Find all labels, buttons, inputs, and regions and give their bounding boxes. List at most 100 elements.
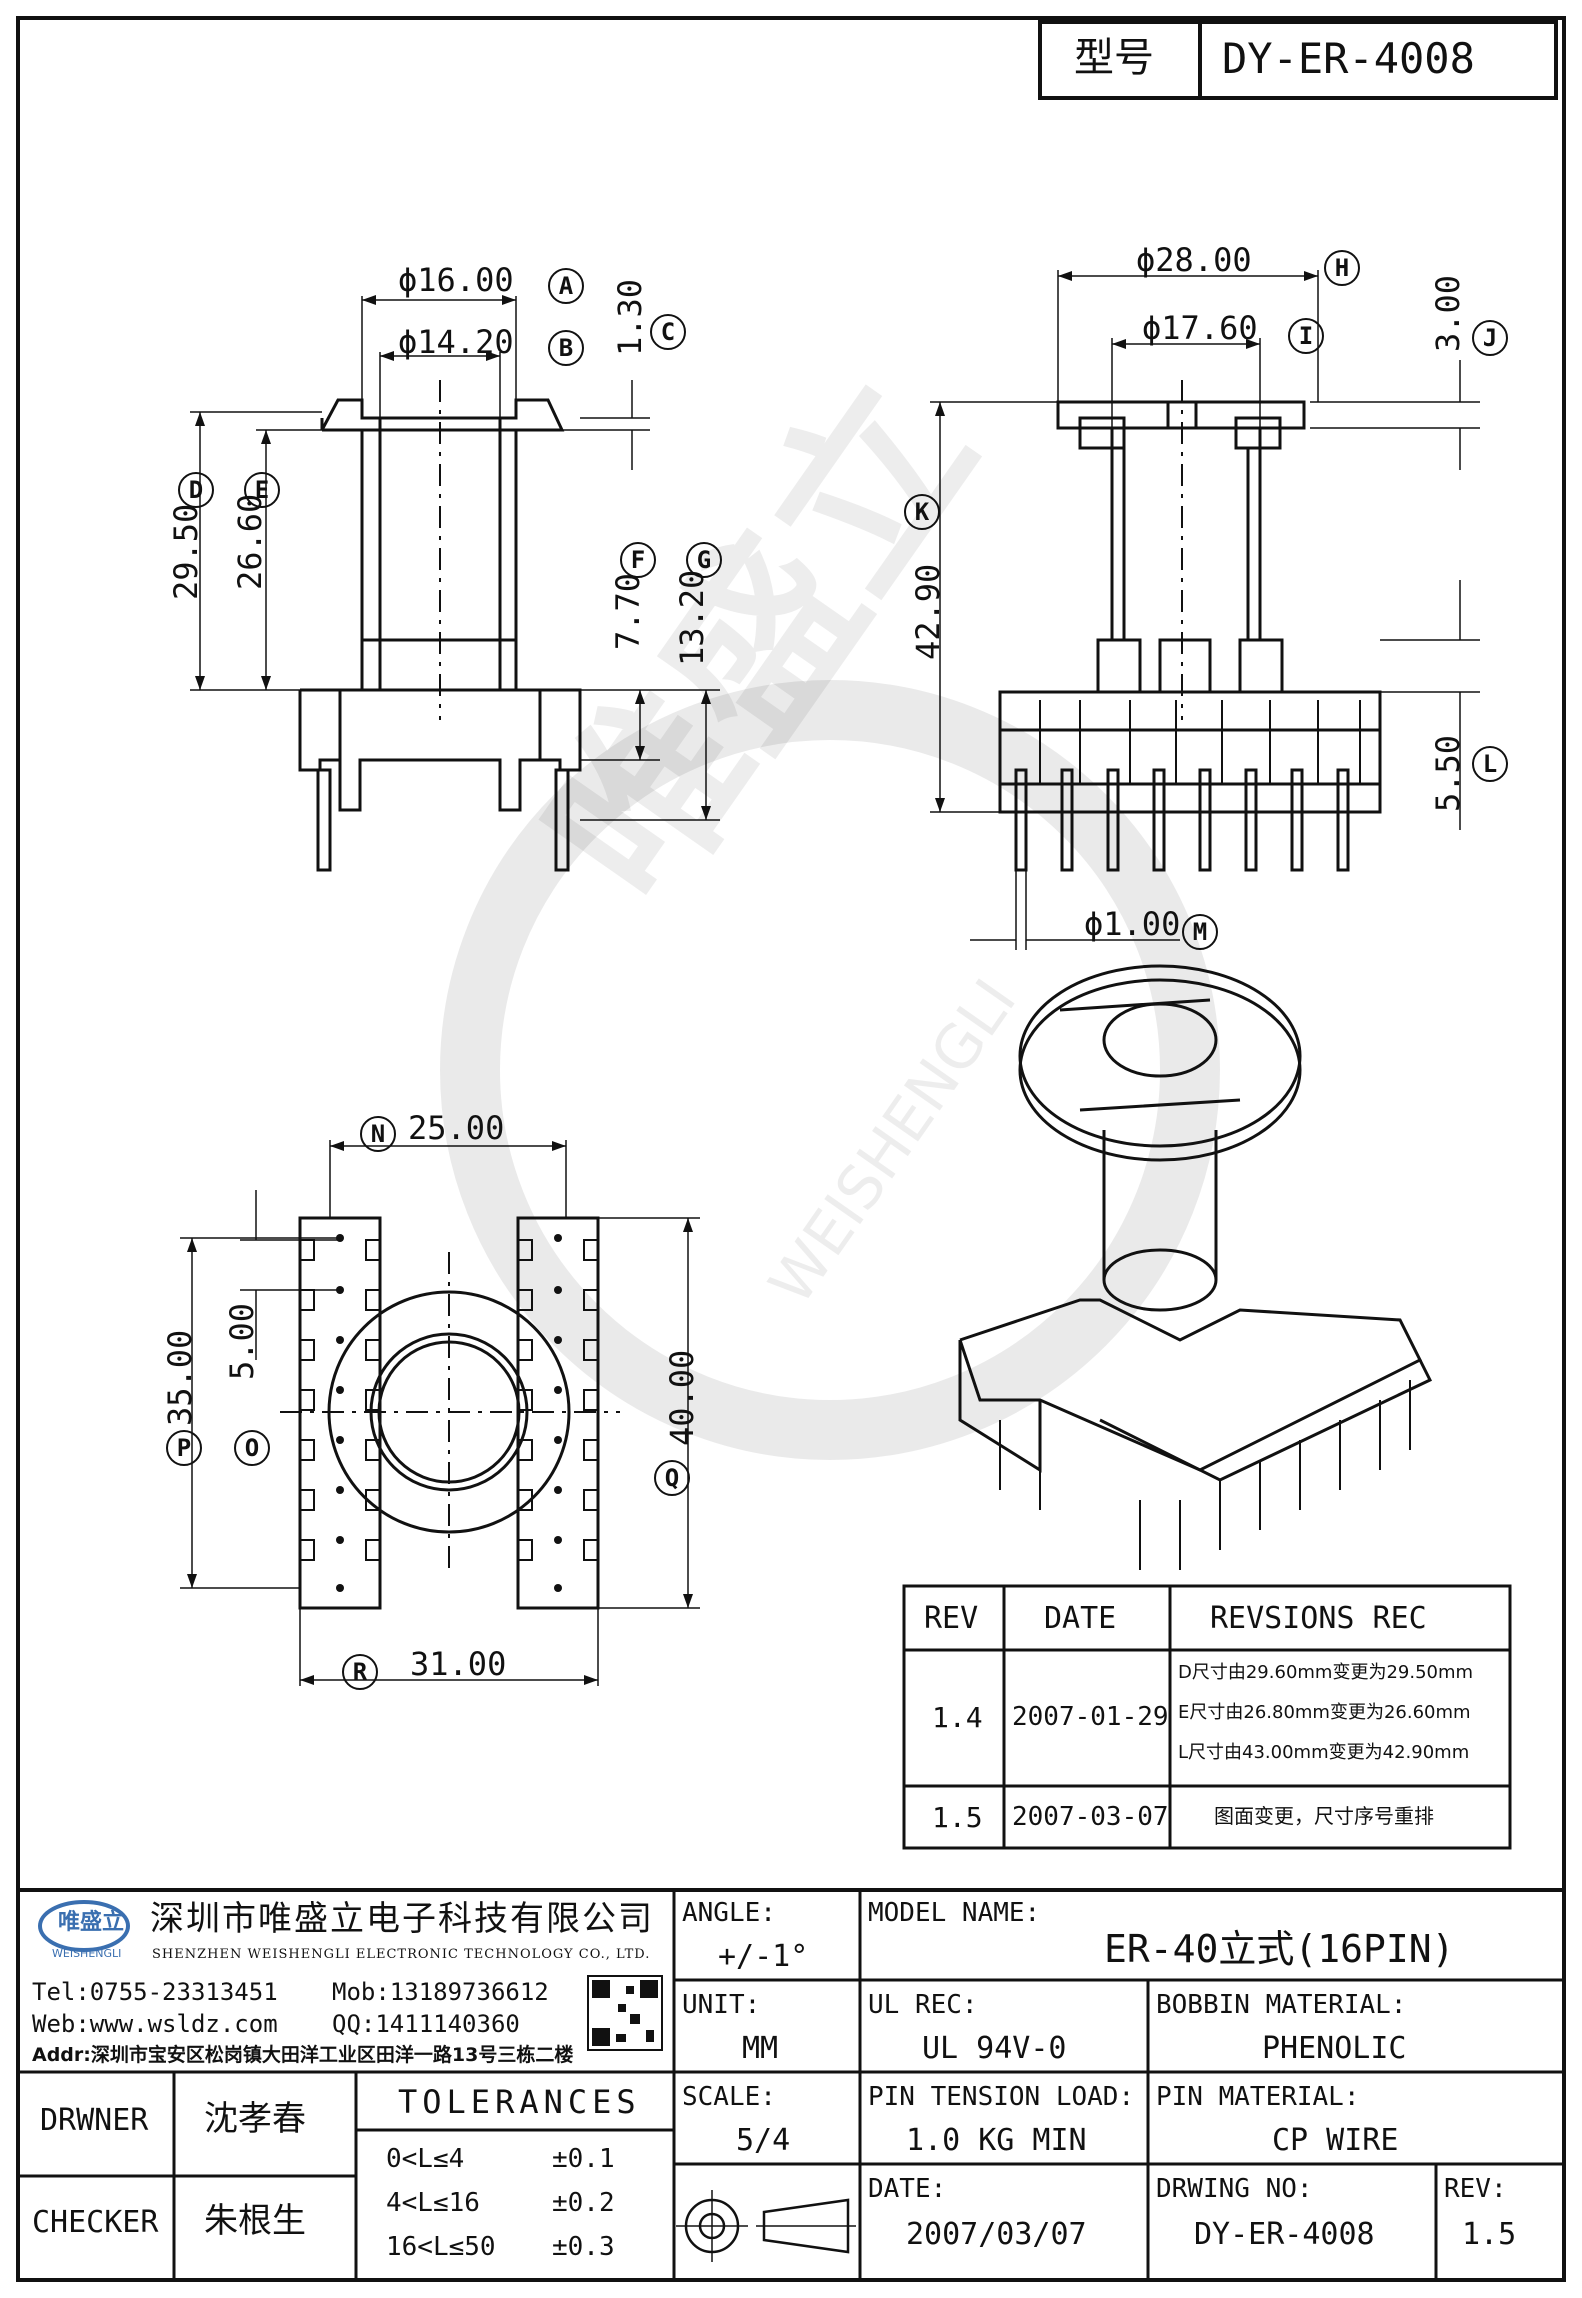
tol-range-2: 4<L≤16 — [386, 2188, 480, 2218]
angle-value: +/-1° — [718, 1939, 809, 1974]
date-value: 2007/03/07 — [906, 2217, 1087, 2252]
rev-row1-date: 2007-01-29 — [1012, 1702, 1169, 1732]
rev-row2-note1: 图面变更，尺寸序号重排 — [1214, 1804, 1434, 1828]
company-qq: QQ:1411140360 — [332, 2010, 520, 2038]
model-name-label: MODEL NAME: — [868, 1898, 1041, 1928]
dim-letter-l: L — [1472, 746, 1508, 782]
dim-value-b: ϕ14.20 — [398, 323, 514, 361]
dim-letter-g: G — [686, 542, 722, 578]
rev-header-date: DATE — [1044, 1601, 1117, 1636]
dim-letter-b: B — [548, 330, 584, 366]
checker-value: 朱根生 — [204, 2201, 306, 2241]
logo-sub: WEISHENGLI — [52, 1947, 122, 1960]
dim-letter-i: I — [1288, 318, 1324, 354]
ul-label: UL REC: — [868, 1990, 978, 2020]
rev-value: 1.5 — [1462, 2217, 1517, 2252]
drawing-no-value: DY-ER-4008 — [1194, 2217, 1375, 2252]
company-web: Web:www.wsldz.com — [32, 2010, 278, 2038]
unit-value: MM — [742, 2031, 779, 2066]
dim-letter-a: A — [548, 268, 584, 304]
rev-row1-note3: L尺寸由43.00mm变更为42.90mm — [1178, 1742, 1470, 1763]
side-view-left — [190, 295, 720, 872]
dim-value-k: 42.90 — [909, 563, 947, 660]
rev-header-rev: REV — [924, 1601, 979, 1636]
dim-letter-c: C — [650, 314, 686, 350]
model-name-value: ER-40立式(16PIN) — [1104, 1927, 1455, 1971]
dim-value-a: ϕ16.00 — [398, 261, 514, 299]
dim-letter-o: O — [234, 1430, 270, 1466]
tolerances-label: TOLERANCES — [398, 2083, 641, 2121]
ul-value: UL 94V-0 — [922, 2031, 1067, 2066]
company-mob: Mob:13189736612 — [332, 1978, 549, 2006]
dim-value-e: 26.60 — [231, 493, 269, 590]
dim-letter-h: H — [1324, 250, 1360, 286]
tol-value-1: ±0.1 — [552, 2144, 615, 2174]
checker-label: CHECKER — [32, 2205, 159, 2240]
front-view-right — [930, 270, 1480, 950]
dim-value-q: 40.00 — [663, 1349, 701, 1446]
pin-material-value: CP WIRE — [1272, 2123, 1399, 2158]
tol-range-3: 16<L≤50 — [386, 2232, 496, 2262]
drawer-value: 沈孝春 — [204, 2099, 306, 2139]
dim-value-d: 29.50 — [167, 503, 205, 600]
title-block-grid — [18, 1888, 1564, 2280]
type-label: 型号 — [1074, 35, 1154, 81]
company-logo — [38, 1900, 130, 1952]
pin-tension-label: PIN TENSION LOAD: — [868, 2082, 1135, 2112]
angle-label: ANGLE: — [682, 1898, 776, 1928]
dim-letter-f: F — [620, 542, 656, 578]
dim-value-j: 3.00 — [1429, 274, 1467, 352]
isometric-view — [958, 964, 1433, 1570]
rev-row1-note1: D尺寸由29.60mm变更为29.50mm — [1178, 1662, 1474, 1683]
logo-text: 唯盛立 — [58, 1910, 125, 1935]
dim-letter-e: E — [244, 472, 280, 508]
dim-letter-m: M — [1182, 914, 1218, 950]
top-title-box — [1038, 20, 1558, 100]
revision-table-grid — [902, 1584, 1512, 1850]
tol-range-1: 0<L≤4 — [386, 2144, 465, 2174]
dim-letter-d: D — [178, 472, 214, 508]
dim-value-l: 5.50 — [1429, 734, 1467, 812]
company-addr: Addr:深圳市宝安区松岗镇大田洋工业区田洋一路13号三栋二楼 — [32, 2044, 574, 2066]
drawer-label: DRWNER — [40, 2103, 149, 2138]
scale-value: 5/4 — [736, 2123, 791, 2158]
rev-row2-date: 2007-03-07 — [1012, 1802, 1169, 1832]
rev-label: REV: — [1444, 2174, 1507, 2204]
dim-value-g: 13.20 — [673, 569, 711, 666]
drawing-no-label: DRWING NO: — [1156, 2174, 1313, 2204]
rev-row1-note2: E尺寸由26.80mm变更为26.60mm — [1178, 1702, 1471, 1723]
dim-value-i: ϕ17.60 — [1142, 309, 1258, 347]
bobbin-value: PHENOLIC — [1262, 2031, 1407, 2066]
qr-code — [587, 1975, 663, 2051]
dim-value-m: ϕ1.00 — [1084, 905, 1181, 943]
dim-value-h: ϕ28.00 — [1136, 241, 1252, 279]
company-name-en: SHENZHEN WEISHENGLI ELECTRONIC TECHNOLOG… — [152, 1947, 651, 1962]
dim-value-o: 5.00 — [223, 1302, 261, 1380]
dim-letter-k: K — [904, 494, 940, 530]
tol-value-3: ±0.3 — [552, 2232, 615, 2262]
pin-tension-value: 1.0 KG MIN — [906, 2123, 1087, 2158]
company-name-cn: 深圳市唯盛立电子科技有限公司 — [150, 1899, 654, 1939]
tol-value-2: ±0.2 — [552, 2188, 615, 2218]
dim-letter-j: J — [1472, 320, 1508, 356]
dim-letter-n: N — [360, 1116, 396, 1152]
dim-value-f: 7.70 — [609, 572, 647, 650]
rev-header-rec: REVSIONS REC — [1210, 1601, 1427, 1636]
dim-letter-q: Q — [654, 1460, 690, 1496]
dim-letter-p: P — [166, 1430, 202, 1466]
dim-value-n: 25.00 — [408, 1109, 505, 1147]
front-view-pins — [1014, 768, 1350, 872]
dim-value-r: 31.00 — [410, 1645, 507, 1683]
dim-value-c: 1.30 — [611, 278, 649, 356]
bobbin-label: BOBBIN MATERIAL: — [1156, 1990, 1407, 2020]
rev-row2-rev: 1.5 — [932, 1801, 983, 1834]
dim-letter-r: R — [342, 1654, 378, 1690]
unit-label: UNIT: — [682, 1990, 761, 2020]
frame-border — [16, 16, 1566, 2282]
projection-symbol — [676, 2190, 856, 2262]
pin-material-label: PIN MATERIAL: — [1156, 2082, 1360, 2112]
company-tel: Tel:0755-23313451 — [32, 1978, 278, 2006]
model-code: DY-ER-4008 — [1222, 34, 1475, 83]
